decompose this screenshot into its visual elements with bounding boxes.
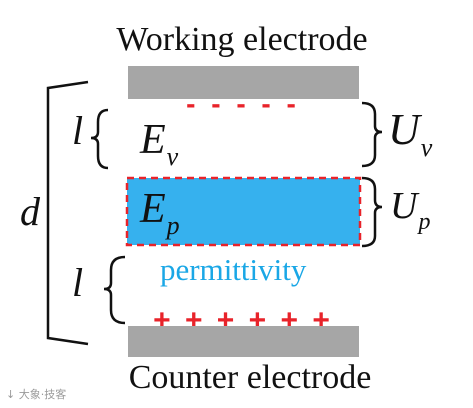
U-p-label: Up <box>390 185 430 235</box>
counter-electrode-label: Counter electrode <box>129 359 372 396</box>
E-v-subscript: v <box>167 142 179 171</box>
working-electrode-label: Working electrode <box>116 21 367 58</box>
negative-charges: - - - - - <box>186 88 300 119</box>
E-p-main: E <box>139 186 166 232</box>
U-v-label: Uv <box>388 105 433 162</box>
l-bottom-label: l <box>72 260 83 305</box>
permittivity-label: permittivity <box>160 252 307 287</box>
E-v-main: E <box>139 117 166 163</box>
polymer-layer <box>125 176 362 247</box>
l-top-label: l <box>72 108 83 153</box>
U-p-main: U <box>390 185 420 227</box>
U-p-brace <box>361 176 383 248</box>
E-p-subscript: p <box>165 211 180 240</box>
U-v-brace <box>361 101 383 168</box>
d-bracket <box>46 80 89 346</box>
U-p-subscript: p <box>416 209 430 235</box>
watermark: ↓ 大象·技客 <box>6 387 66 401</box>
U-v-main: U <box>388 105 423 154</box>
d-label: d <box>20 189 41 234</box>
E-v-label: Ev <box>139 117 179 171</box>
l-bottom-brace <box>103 255 126 325</box>
counter-electrode-plate <box>128 326 359 357</box>
U-v-subscript: v <box>421 133 433 162</box>
l-top-brace <box>90 108 109 170</box>
E-p-label: Ep <box>139 186 180 240</box>
working-electrode-plate <box>128 66 359 99</box>
